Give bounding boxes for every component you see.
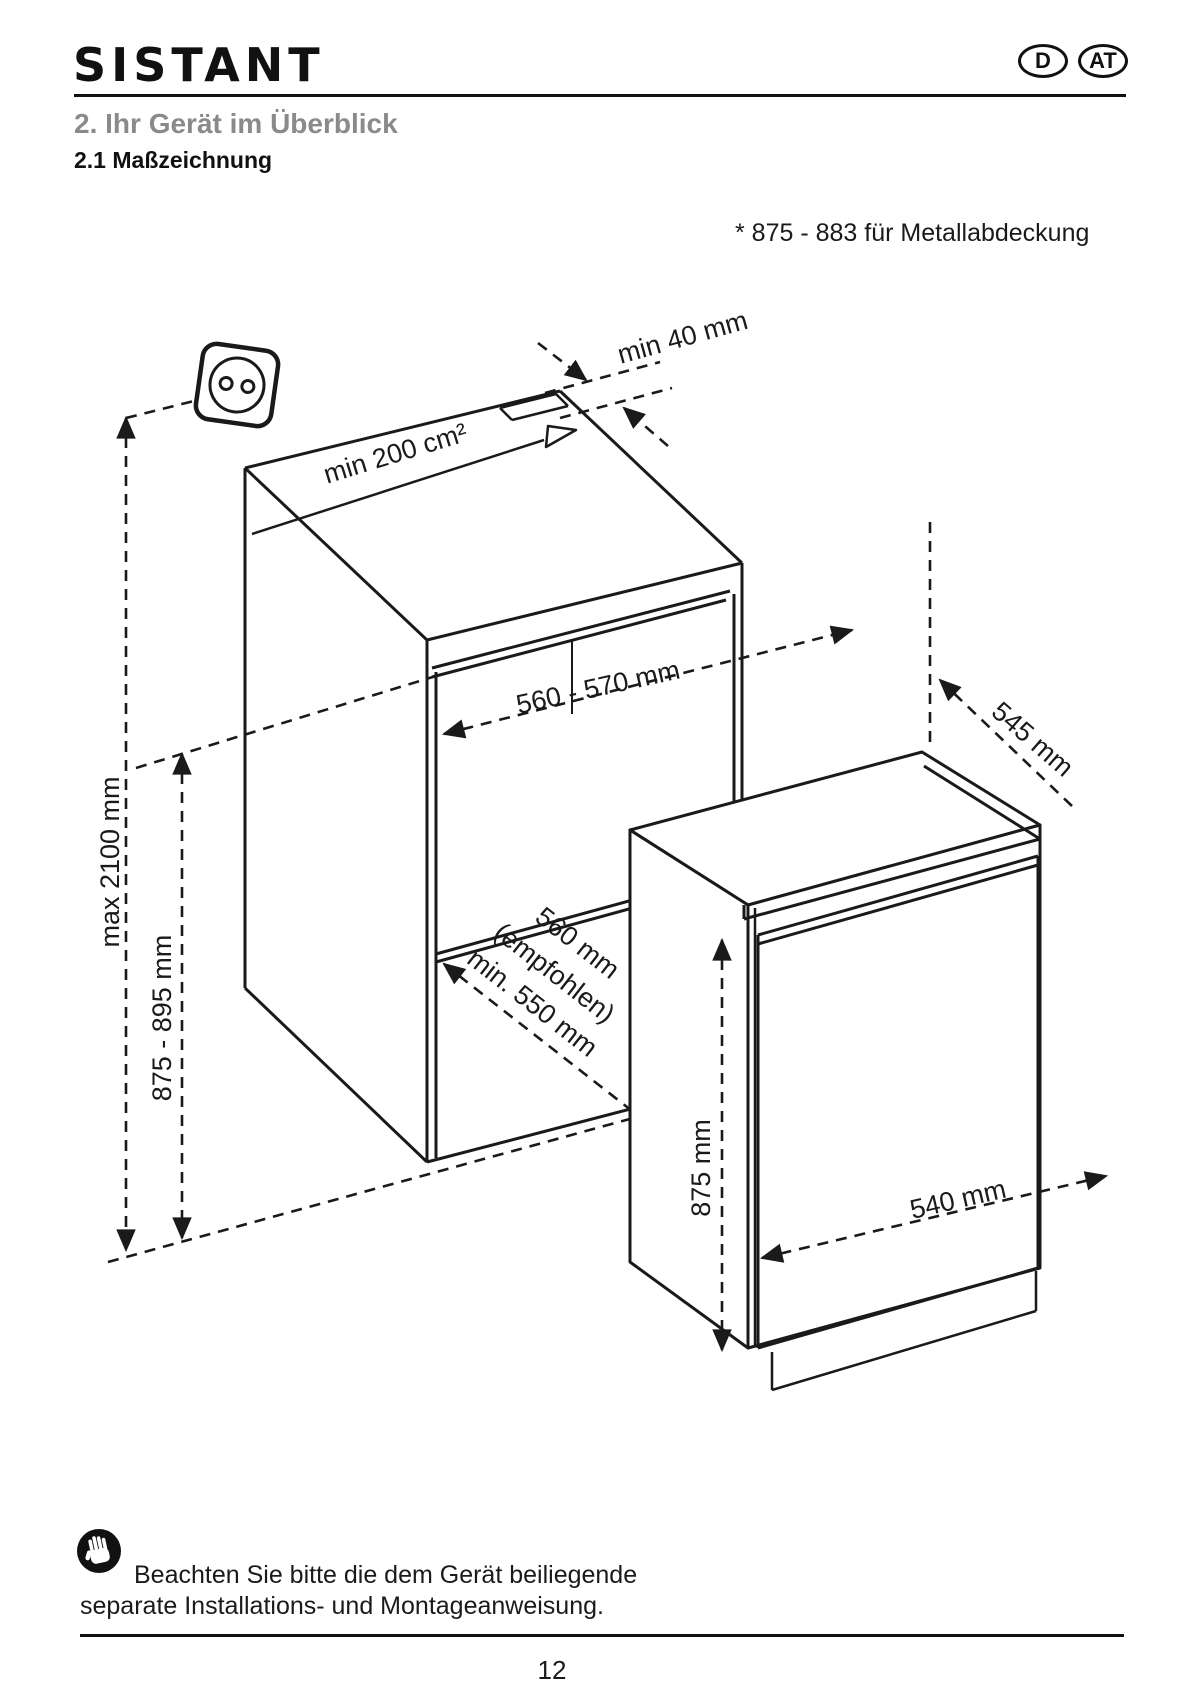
footer-divider bbox=[80, 1634, 1124, 1637]
label-appliance-depth: 545 mm bbox=[986, 696, 1079, 783]
label-max-height: max 2100 mm bbox=[95, 776, 125, 947]
country-badges: D AT bbox=[1018, 44, 1128, 78]
label-min-gap: min 40 mm bbox=[614, 305, 751, 370]
stop-hand-icon bbox=[77, 1529, 121, 1573]
installation-note-line1: Beachten Sie bitte die dem Gerät beilieg… bbox=[134, 1561, 638, 1589]
country-badge-d: D bbox=[1018, 44, 1068, 78]
label-niche-width: 560 - 570 mm bbox=[513, 655, 682, 720]
dimension-lines-appliance bbox=[712, 522, 1109, 1353]
subsection-title: 2.1 Maßzeichnung bbox=[74, 147, 273, 173]
appliance bbox=[628, 750, 1042, 1392]
installation-note-line2: separate Installations- und Montageanwei… bbox=[80, 1592, 604, 1620]
country-badge-at: AT bbox=[1078, 44, 1128, 78]
power-socket-icon bbox=[193, 341, 281, 429]
metal-cover-note: * 875 - 883 für Metallabdeckung bbox=[735, 219, 1090, 247]
label-appliance-height: 875 mm bbox=[686, 1119, 716, 1217]
dimension-lines-niche bbox=[107, 341, 855, 1264]
label-niche-height: 875 - 895 mm bbox=[147, 935, 177, 1102]
section-title: 2. Ihr Gerät im Überblick bbox=[74, 108, 398, 139]
brand-logo: SISTANT bbox=[73, 38, 325, 92]
header-divider bbox=[74, 94, 1126, 97]
page-number: 12 bbox=[537, 1655, 567, 1685]
label-vent-area: min 200 cm² bbox=[320, 417, 471, 489]
